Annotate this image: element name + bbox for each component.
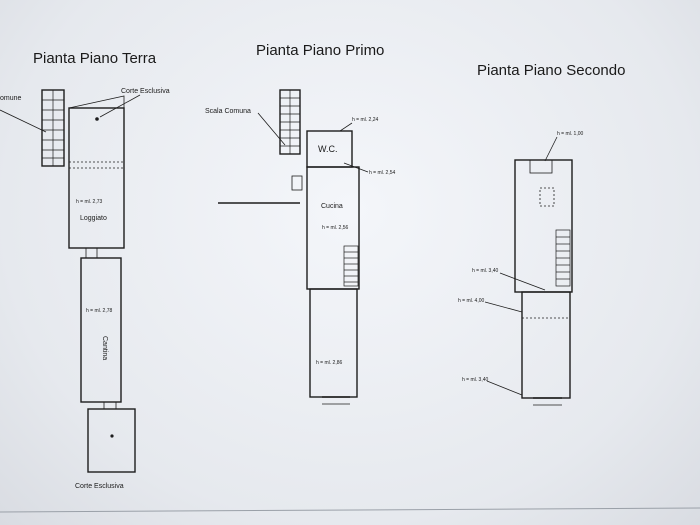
plan-title-secondo: Pianta Piano Secondo: [477, 62, 625, 79]
room-label-wc: W.C.: [318, 144, 338, 154]
room-lower-secondo: [521, 291, 571, 399]
corte-bottom: [87, 408, 136, 473]
height-terra-1: h = ml. 2,73: [76, 199, 102, 205]
height-terra-2: h = ml. 2,78: [86, 308, 112, 314]
stair-secondo: [555, 229, 571, 287]
room-loggiato: [68, 107, 125, 249]
height-primo-wc2: h = ml. 2,54: [369, 170, 395, 176]
plan-piano-terra: Pianta Piano Terra omune Corte Esclusiva…: [0, 50, 170, 490]
plan-piano-primo: Pianta Piano Primo Scala Comuna W.C. h =…: [205, 42, 395, 405]
room-lower-primo: [309, 288, 358, 398]
leader-corte-top: [99, 94, 141, 118]
height-secondo-3: h = ml. 3,40: [462, 377, 488, 383]
label-corte-bottom: Corte Esclusiva: [75, 483, 124, 490]
stair-inner-primo: [343, 245, 359, 287]
height-primo-bottom: h = ml. 2,86: [316, 360, 342, 366]
plan-piano-secondo: Pianta Piano Secondo h = ml. 1,00 h = ml…: [458, 62, 625, 406]
room-label-cucina: Cucina: [321, 203, 343, 210]
room-label-cantina: Cantina: [101, 336, 108, 360]
height-secondo-2: h = ml. 4,00: [458, 298, 484, 304]
label-corte-top: Corte Esclusiva: [121, 88, 170, 95]
label-scala-terra: omune: [0, 95, 22, 102]
label-scala-primo: Scala Comuna: [205, 108, 251, 115]
room-label-loggiato: Loggiato: [80, 215, 107, 222]
height-secondo-1: h = ml. 3,40: [472, 268, 498, 274]
sheet-edge: [0, 507, 700, 513]
plan-title-primo: Pianta Piano Primo: [256, 42, 384, 59]
stair-steps-terra: [42, 90, 64, 166]
leader-scala-primo: [257, 112, 286, 146]
height-secondo-top: h = ml. 1,00: [557, 131, 583, 137]
height-primo-wc: h = ml. 2,24: [352, 117, 378, 123]
leader-scala-terra: [0, 109, 47, 133]
corte-marker-top: [95, 117, 99, 121]
height-primo-cucina: h = ml. 2,56: [322, 225, 348, 231]
corte-marker-bottom: [110, 434, 114, 438]
skylight-secondo: [539, 187, 555, 207]
plan-title-terra: Pianta Piano Terra: [33, 50, 157, 67]
room-cantina: [80, 257, 122, 403]
stair-steps-primo: [280, 90, 300, 154]
roof-wedge-terra: [68, 95, 125, 109]
